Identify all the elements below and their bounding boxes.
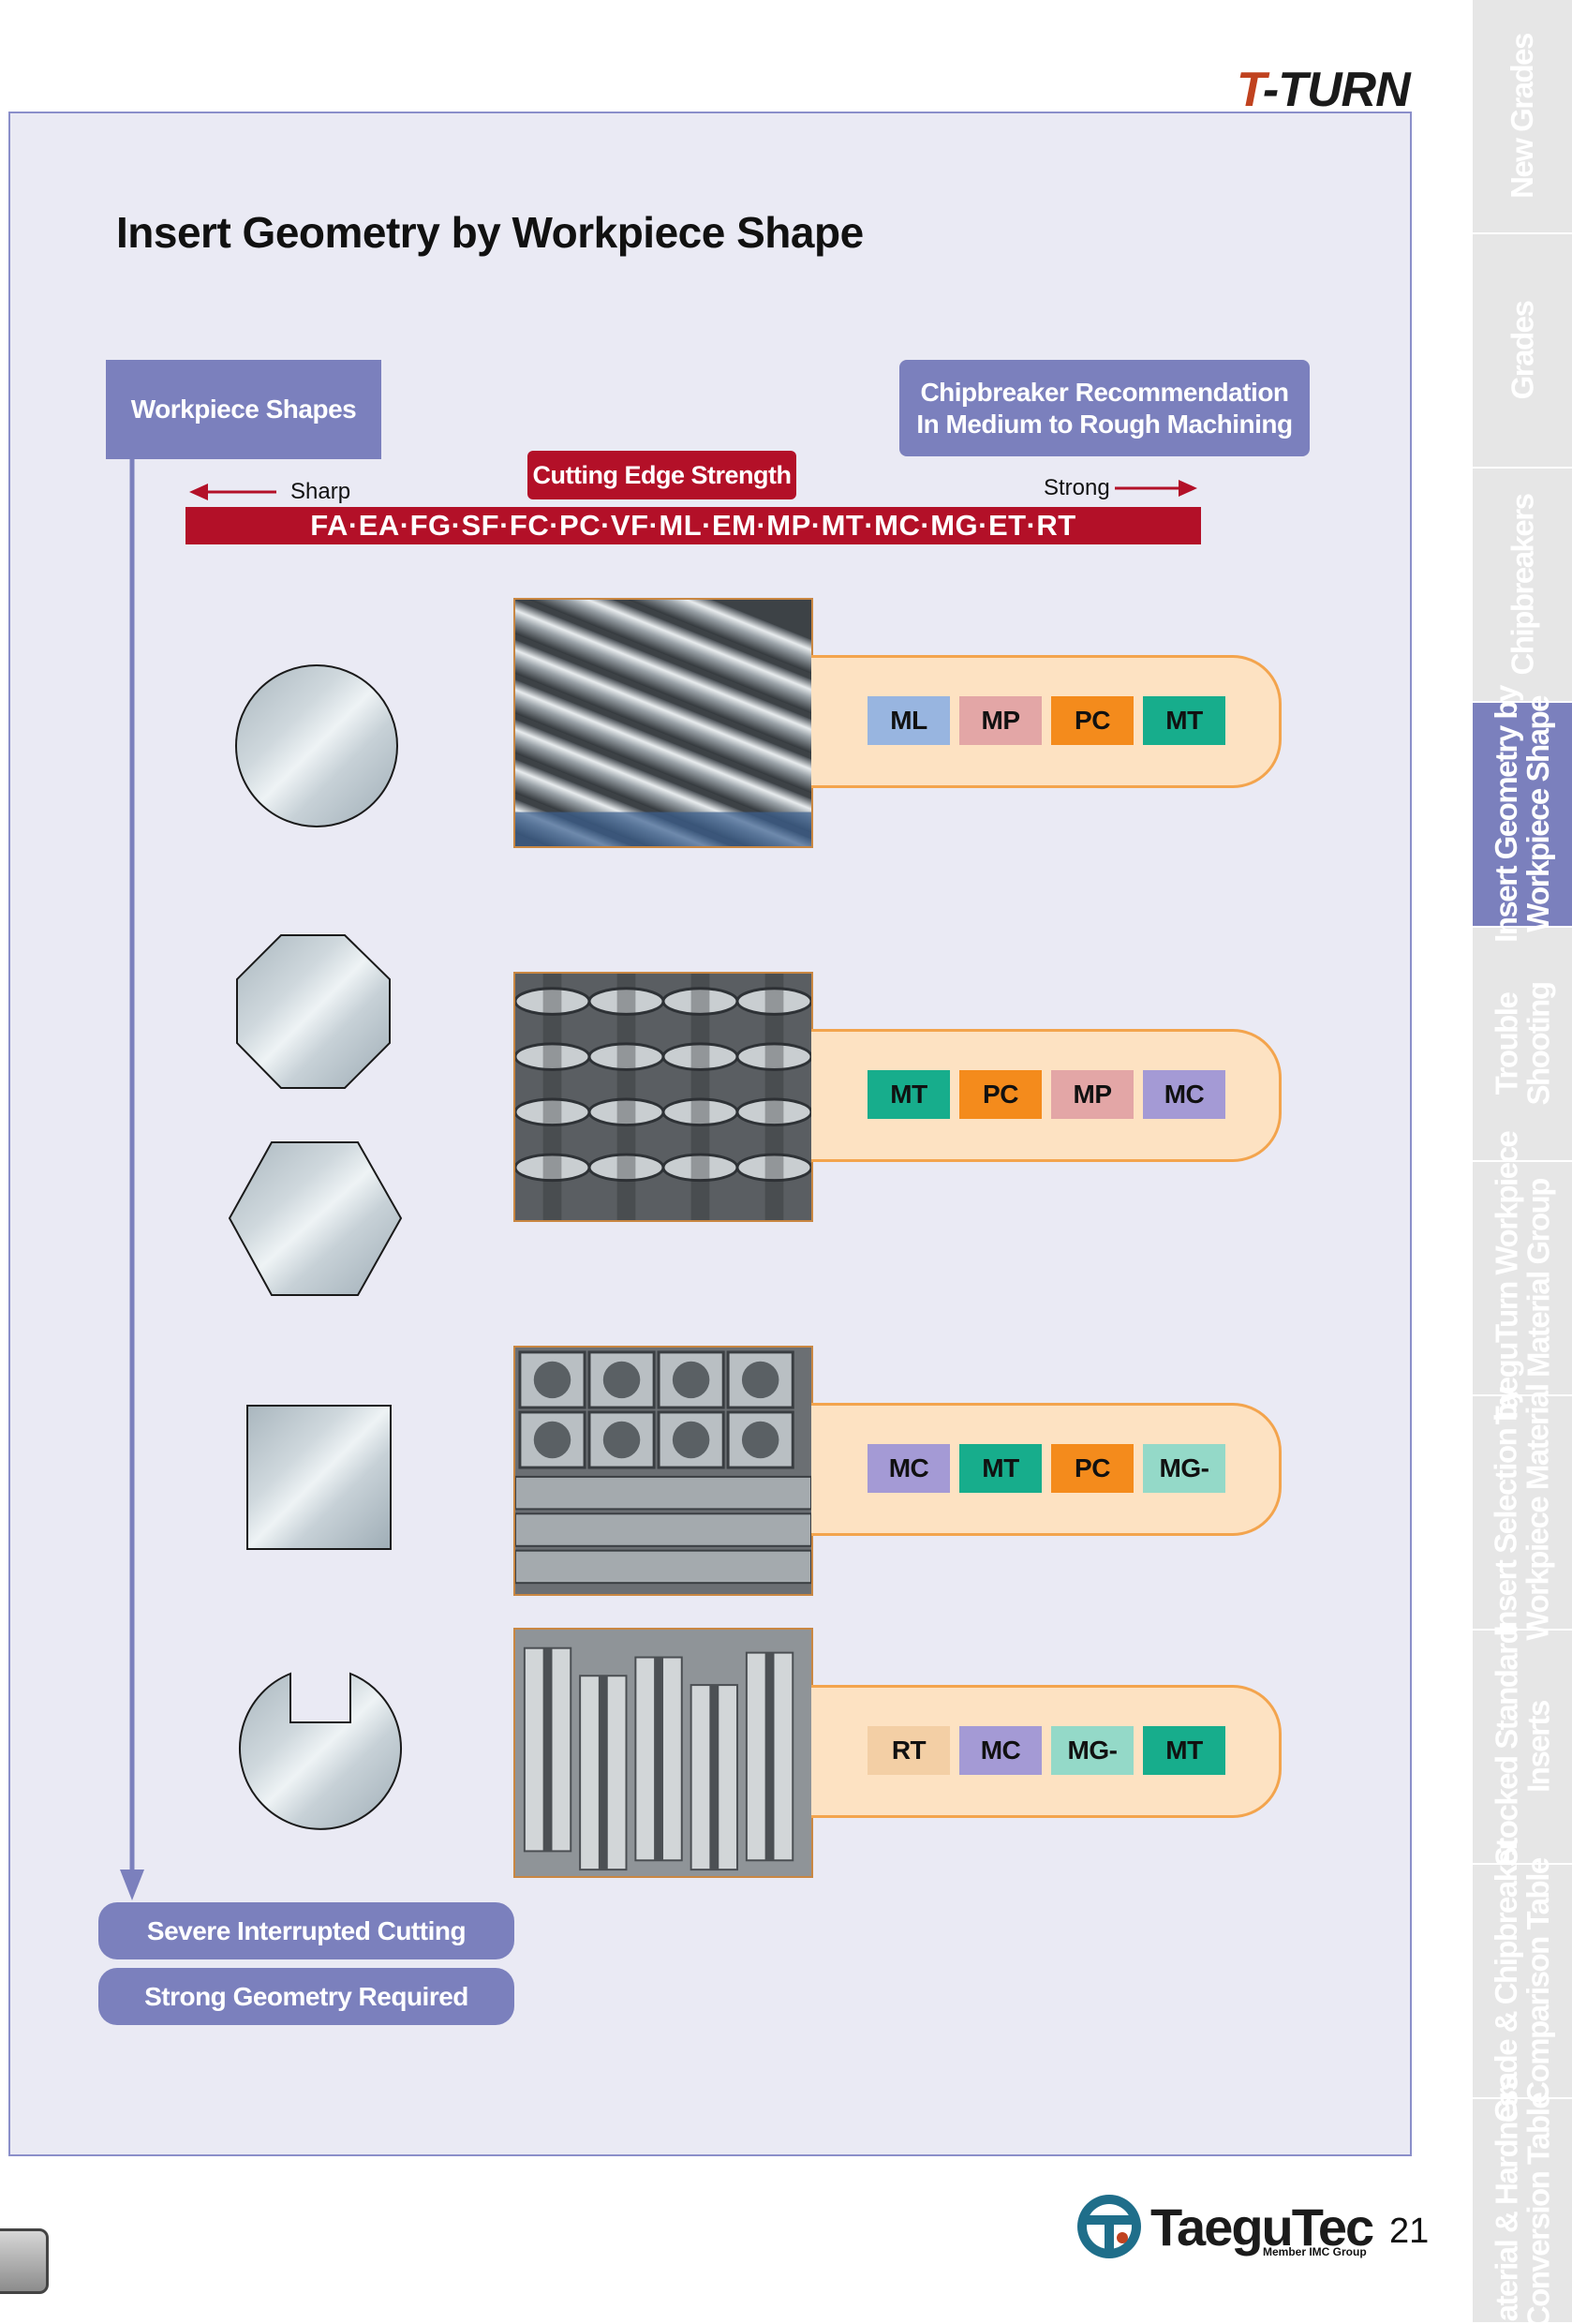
square-shape-icon	[246, 1405, 392, 1550]
chipbreaker-chip: MT	[959, 1444, 1042, 1493]
chip-row-4: RT MC MG- MT	[868, 1726, 1225, 1775]
tab-label-line1: Stocked Standard	[1489, 1626, 1524, 1868]
left-arrow-icon	[189, 484, 276, 500]
tab-label-line1: Insert Geometry by	[1489, 686, 1523, 943]
chipbreaker-chip: MC	[1143, 1070, 1225, 1119]
tab-label-line2: Conversion Table	[1520, 2093, 1556, 2324]
tab-label-line2: Workpiece Material	[1520, 1384, 1555, 1641]
chipbreaker-chip: MT	[868, 1070, 950, 1119]
chipbreaker-chip: RT	[868, 1726, 950, 1775]
down-arrow-icon	[120, 956, 144, 1900]
chipbreaker-chip: MG-	[1051, 1726, 1134, 1775]
chipbreaker-chip: MG-	[1143, 1444, 1225, 1493]
chipbreaker-chip: MC	[959, 1726, 1042, 1775]
chip-row-2: MT PC MP MC	[868, 1070, 1225, 1119]
brand-word-b: Tec	[1291, 2197, 1374, 2257]
chip-row-3: MC MT PC MG-	[868, 1444, 1225, 1493]
section-tabs: New Grades Grades Chipbreakers Insert Ge…	[1473, 0, 1572, 2324]
chipbreaker-chip: MP	[959, 696, 1042, 745]
chipbreaker-chip: PC	[959, 1070, 1042, 1119]
chipbreaker-chip: MC	[868, 1444, 950, 1493]
taegutec-emblem-icon	[1077, 2195, 1141, 2258]
round-bar-shape-icon	[235, 664, 398, 827]
flanges-photo	[513, 972, 813, 1222]
strong-geometry-required-label: Strong Geometry Required	[98, 1968, 514, 2025]
recommendation-header-line2: In Medium to Rough Machining	[916, 409, 1293, 439]
t-turn-logo: T-TURN	[1237, 63, 1411, 117]
tab-label-line2: Material Group	[1520, 1179, 1555, 1378]
round-bars-photo	[513, 598, 813, 848]
hexagon-shape-icon	[228, 1141, 403, 1296]
tab-label-line2: Workpiece Shape	[1520, 696, 1555, 932]
chipbreaker-chip: MT	[1143, 696, 1225, 745]
flow-line	[129, 459, 135, 965]
chip-row-1: ML MP PC MT	[868, 696, 1225, 745]
member-imc-group: Member IMC Group	[1263, 2245, 1367, 2258]
sharp-label: Sharp	[290, 479, 351, 504]
recommendation-header-line1: Chipbreaker Recommendation	[920, 377, 1289, 407]
tab-label: Grades	[1504, 301, 1539, 400]
chipbreaker-chip: PC	[1051, 1444, 1134, 1493]
tab-label-line1: Material & Hardness	[1489, 2075, 1524, 2324]
tab-label: Chipbreakers	[1505, 494, 1539, 676]
chipbreaker-chip: PC	[1051, 696, 1134, 745]
tab-label: New Grades	[1505, 34, 1539, 199]
tab-label-line1: Trouble	[1489, 992, 1523, 1095]
page-corner-button[interactable]	[0, 2228, 49, 2294]
cutting-edge-strength-badge: Cutting Edge Strength	[527, 451, 796, 499]
octagon-shape-icon	[236, 934, 391, 1089]
square-blocks-photo	[513, 1346, 813, 1596]
page-title: Insert Geometry by Workpiece Shape	[116, 208, 864, 257]
tab-label-line2: Inserts	[1520, 1701, 1556, 1793]
tab-new-grades[interactable]: New Grades	[1473, 0, 1572, 234]
recommendation-header: Chipbreaker Recommendation In Medium to …	[899, 360, 1310, 456]
slotted-round-shape-icon	[239, 1672, 402, 1830]
chipbreaker-chip: MT	[1143, 1726, 1225, 1775]
chipbreaker-chip: MP	[1051, 1070, 1134, 1119]
tab-label-line2: Shooting	[1520, 982, 1555, 1106]
taegutec-logo: TaeguTec	[1075, 2193, 1374, 2260]
tab-grades[interactable]: Grades	[1473, 234, 1572, 469]
page-number: 21	[1389, 2212, 1430, 2251]
chipbreaker-scale-bar: FA·EA·FG·SF·FC·PC·VF·ML·EM·MP·MT·MC·MG·E…	[185, 507, 1201, 544]
tab-label-line1: Insert Selection by	[1489, 1388, 1523, 1637]
severe-interrupted-cutting-label: Severe Interrupted Cutting	[98, 1902, 514, 1959]
workpiece-shapes-header: Workpiece Shapes	[106, 360, 381, 459]
chipbreaker-chip: ML	[868, 696, 950, 745]
tab-label-line1: TaeguTurn Workpiece	[1489, 1131, 1523, 1425]
slotted-parts-photo	[513, 1628, 813, 1878]
tab-chipbreakers[interactable]: Chipbreakers	[1473, 469, 1572, 703]
right-arrow-icon	[1115, 480, 1197, 497]
strong-label: Strong	[1044, 475, 1110, 500]
brand-word-a: Taegu	[1150, 2197, 1294, 2257]
